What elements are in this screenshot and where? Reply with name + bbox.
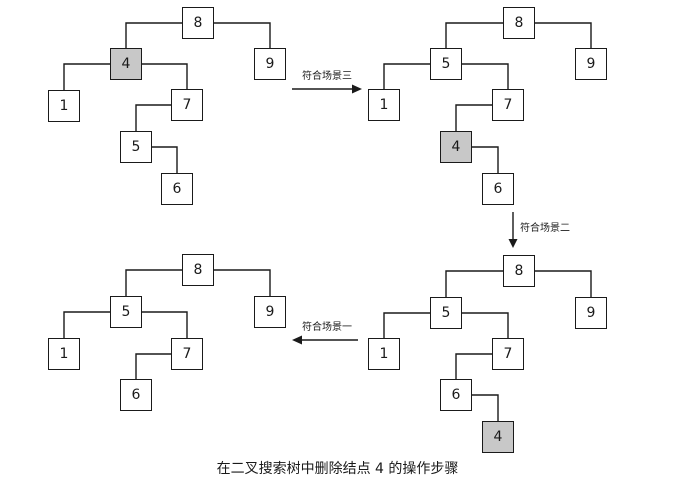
step3-node-1: 1 — [368, 338, 400, 370]
step1-edge-8-4 — [125, 22, 182, 48]
step3-edge-8-9 — [535, 270, 592, 297]
step3-edge-6-4 — [472, 394, 499, 421]
step3-edge-8-5 — [445, 270, 503, 297]
step1-edge-4-7 — [142, 63, 188, 89]
step1-edge-5-6 — [152, 146, 178, 173]
step4-node-5: 5 — [110, 296, 142, 328]
step4-node-7: 7 — [171, 338, 203, 370]
arrow-right-icon — [292, 84, 362, 94]
step1-node-7: 7 — [171, 89, 203, 121]
step3-node-4: 4 — [482, 421, 514, 453]
step4-edge-7-6 — [135, 353, 171, 379]
step1-edge-7-5 — [135, 104, 171, 131]
step2-node-9: 9 — [575, 48, 607, 80]
arrow-label-scenario-3: 符合场景三 — [302, 71, 352, 82]
diagram-caption: 在二叉搜索树中删除结点 4 的操作步骤 — [216, 461, 459, 477]
step2-node-7: 7 — [492, 89, 524, 121]
step1-edge-4-1 — [63, 63, 110, 90]
step1-node-9: 9 — [254, 48, 286, 80]
step2-edge-7-4 — [455, 104, 492, 131]
step4-node-8: 8 — [182, 254, 214, 286]
step2-node-5: 5 — [430, 48, 462, 80]
step2-node-8: 8 — [503, 7, 535, 39]
step2-edge-5-7 — [462, 63, 509, 89]
step4-node-6: 6 — [120, 379, 152, 411]
step4-edge-8-5 — [125, 269, 182, 296]
step3-edge-5-7 — [462, 312, 509, 338]
step1-node-6: 6 — [161, 173, 193, 205]
step2-node-1: 1 — [368, 89, 400, 121]
step1-edge-8-9 — [214, 22, 271, 48]
step4-edge-8-9 — [214, 269, 271, 296]
arrow-left-icon — [292, 335, 358, 345]
arrow-label-scenario-1: 符合场景一 — [302, 322, 352, 333]
step4-edge-5-1 — [63, 311, 110, 338]
step4-node-1: 1 — [48, 338, 80, 370]
step4-node-9: 9 — [254, 296, 286, 328]
step2-node-6: 6 — [482, 173, 514, 205]
step3-node-9: 9 — [575, 297, 607, 329]
step2-edge-8-5 — [445, 22, 503, 48]
step2-edge-8-9 — [535, 22, 592, 48]
step1-node-8: 8 — [182, 7, 214, 39]
step2-edge-4-6 — [472, 146, 499, 173]
step3-edge-7-6 — [455, 353, 492, 379]
step2-node-4: 4 — [440, 131, 472, 163]
step3-node-8: 8 — [503, 255, 535, 287]
step3-node-5: 5 — [430, 297, 462, 329]
step4-edge-5-7 — [142, 311, 188, 338]
step1-node-5: 5 — [120, 131, 152, 163]
arrow-down-icon — [508, 212, 518, 248]
arrow-label-scenario-2: 符合场景二 — [520, 223, 570, 234]
step3-edge-5-1 — [383, 312, 430, 338]
step3-node-7: 7 — [492, 338, 524, 370]
step1-node-1: 1 — [48, 90, 80, 122]
step2-edge-5-1 — [383, 63, 430, 89]
step3-node-6: 6 — [440, 379, 472, 411]
step1-node-4: 4 — [110, 48, 142, 80]
